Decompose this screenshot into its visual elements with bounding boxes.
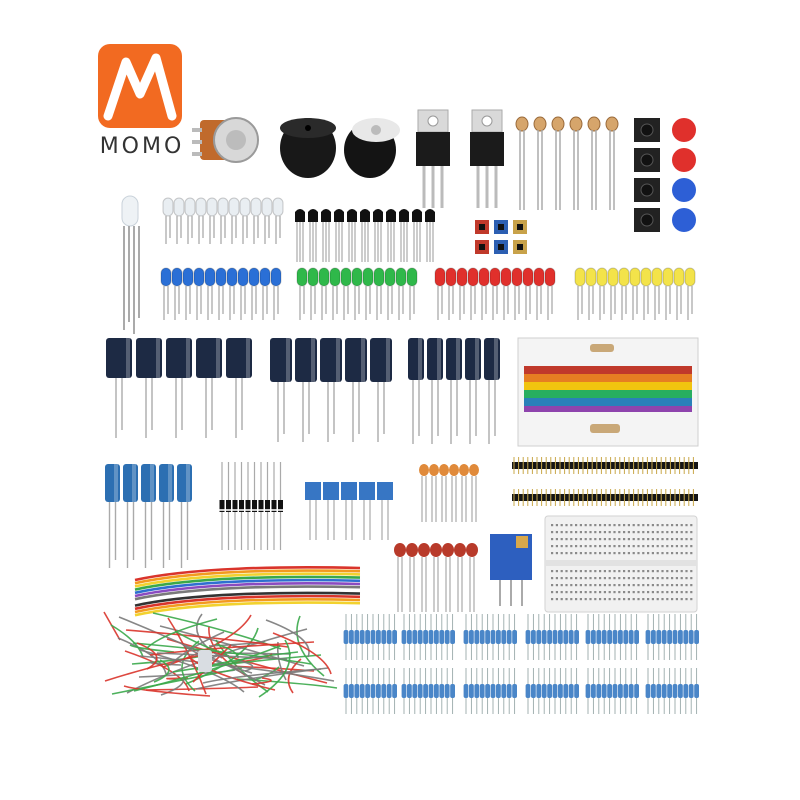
resistor-icon [343, 614, 699, 714]
rgb-led-icon [121, 195, 140, 334]
brand-logo: MOMO [46, 20, 182, 159]
film-capacitor-icon [305, 482, 393, 540]
breadboard-icon [544, 515, 698, 613]
potentiometer-icon [192, 117, 259, 163]
resistor-chart-icon [517, 337, 699, 447]
push-button-icon [634, 118, 696, 232]
led-icon [160, 197, 696, 320]
jumper-cap-icon [475, 220, 527, 254]
capacitor-icon [106, 338, 500, 444]
small-capacitor-icon [105, 464, 192, 568]
jumper-wire-icon [103, 566, 361, 698]
brand-name: MOMO [99, 134, 185, 159]
transistor-icon [416, 109, 504, 208]
trimmer-potentiometer-icon [490, 534, 532, 606]
transistor-to92-icon [295, 209, 435, 262]
brand-logo-m-icon [103, 53, 177, 121]
photoresistor-icon [515, 116, 619, 210]
buzzer-icon [280, 118, 400, 178]
red-ceramic-capacitor-icon [394, 543, 478, 612]
pin-header-icon [512, 457, 698, 506]
diode-icon [219, 462, 283, 550]
ceramic-capacitor-icon [419, 464, 479, 522]
